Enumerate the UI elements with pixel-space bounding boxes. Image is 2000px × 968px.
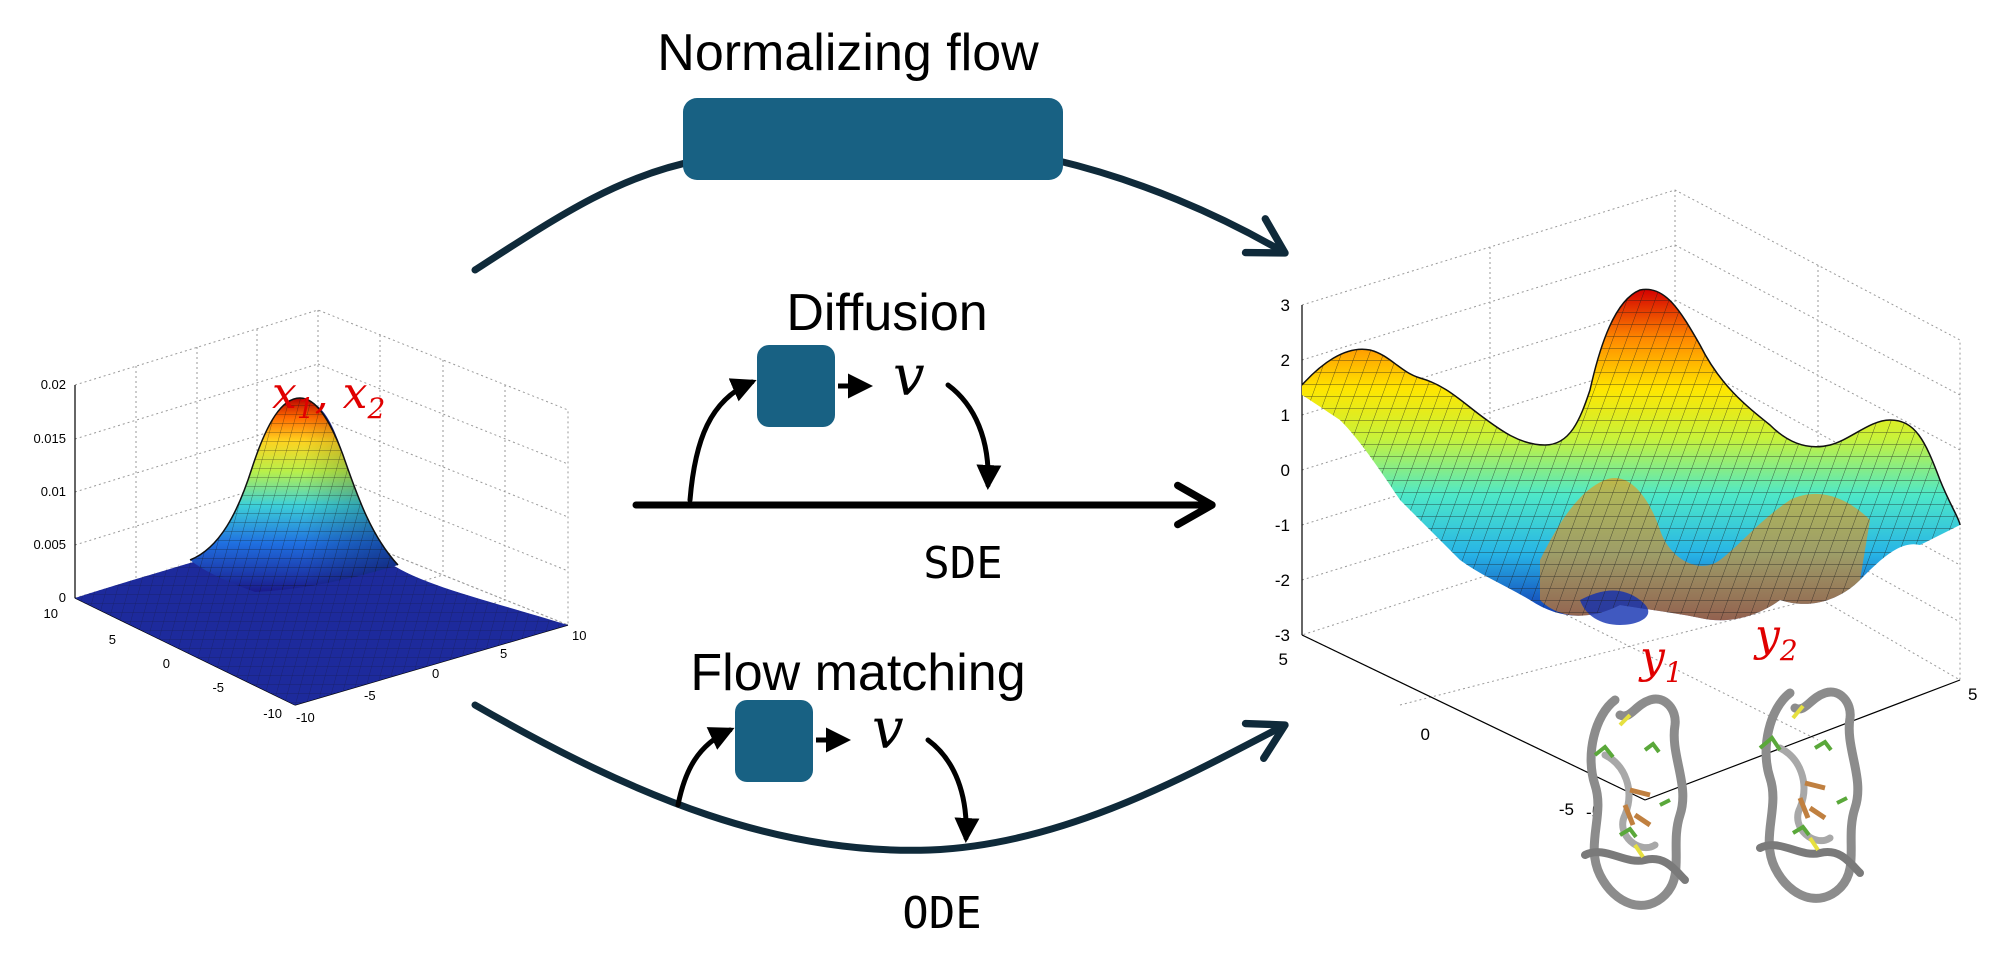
protein-structure-2 [1756, 687, 1864, 903]
left-x-tick: -5 [212, 680, 224, 695]
left-y-tick: 5 [500, 646, 507, 661]
right-y-tick: 5 [1968, 685, 1977, 704]
flow-matching-update-arrow [925, 737, 980, 843]
diffusion-update-arrow [945, 382, 1002, 490]
left-x-tick: 5 [109, 632, 116, 647]
flow-matching-input-arrow [675, 727, 735, 808]
diffusion-network-box [757, 345, 835, 427]
left-z-tick: 0.015 [33, 431, 66, 446]
ode-label: ODE [902, 888, 981, 939]
base-distribution-plot: 0.02 0.015 0.01 0.005 0 10 5 0 -5 -10 -1… [33, 309, 586, 725]
right-z-tick: 0 [1281, 461, 1290, 480]
left-z-tick-labels: 0.02 0.015 0.01 0.005 0 [33, 377, 66, 605]
sde-label: SDE [923, 538, 1002, 589]
right-z-tick: -3 [1275, 626, 1290, 645]
left-y-tick: 10 [572, 628, 586, 643]
normalizing-flow-network-box [683, 98, 1063, 180]
right-z-tick: 2 [1281, 351, 1290, 370]
normalizing-flow-arrow-end [1051, 156, 1289, 257]
flow-matching-path: Flow matching v ODE [471, 644, 1289, 939]
left-z-tick: 0.005 [33, 537, 66, 552]
gaussian-surface [75, 397, 568, 705]
right-z-tick-labels: 3 2 1 0 -1 -2 -3 [1275, 296, 1290, 645]
left-y-tick: -5 [364, 688, 376, 703]
left-z-tick: 0 [59, 590, 66, 605]
diffusion-label: Diffusion [786, 284, 987, 342]
right-z-tick: 3 [1281, 296, 1290, 315]
left-x-tick-labels: 10 5 0 -5 -10 [44, 606, 282, 721]
flow-matching-label: Flow matching [690, 644, 1025, 702]
target-distribution-plot: 3 2 1 0 -1 -2 -3 5 0 -5 -5 5 [1275, 189, 1977, 910]
target-variable-y2: y2 [1753, 610, 1798, 667]
left-y-tick: 0 [432, 666, 439, 681]
ode-trajectory-arrow [471, 701, 1289, 854]
protein-structure-1 [1581, 694, 1689, 910]
energy-landscape-surface [1301, 288, 1961, 625]
flow-matching-velocity-symbol: v [872, 697, 904, 762]
base-variables-label: x1, x2 [272, 368, 385, 425]
right-z-tick: -2 [1275, 571, 1290, 590]
left-y-tick: -10 [296, 710, 315, 725]
diffusion-velocity-symbol: v [893, 344, 925, 409]
flow-matching-network-box [735, 700, 813, 782]
right-x-tick-labels: 5 0 -5 [1279, 650, 1574, 819]
left-x-tick: -10 [263, 706, 282, 721]
right-x-tick: 0 [1421, 725, 1430, 744]
diffusion-input-arrow [687, 378, 757, 503]
left-z-tick: 0.01 [41, 484, 66, 499]
normalizing-flow-label: Normalizing flow [657, 24, 1039, 82]
left-z-tick: 0.02 [41, 377, 66, 392]
diffusion-path: Diffusion v SDE [632, 284, 1216, 589]
left-x-tick: 10 [44, 606, 58, 621]
target-variable-y1: y1 [1638, 632, 1683, 689]
normalizing-flow-arrow-start [471, 156, 704, 274]
left-y-tick-labels: -10 -5 0 5 10 [296, 628, 586, 725]
right-z-tick: -1 [1275, 516, 1290, 535]
left-x-tick: 0 [163, 656, 170, 671]
normalizing-flow-path: Normalizing flow [471, 24, 1289, 274]
right-x-tick: 5 [1279, 650, 1288, 669]
right-x-tick: -5 [1559, 800, 1574, 819]
right-z-tick: 1 [1281, 406, 1290, 425]
